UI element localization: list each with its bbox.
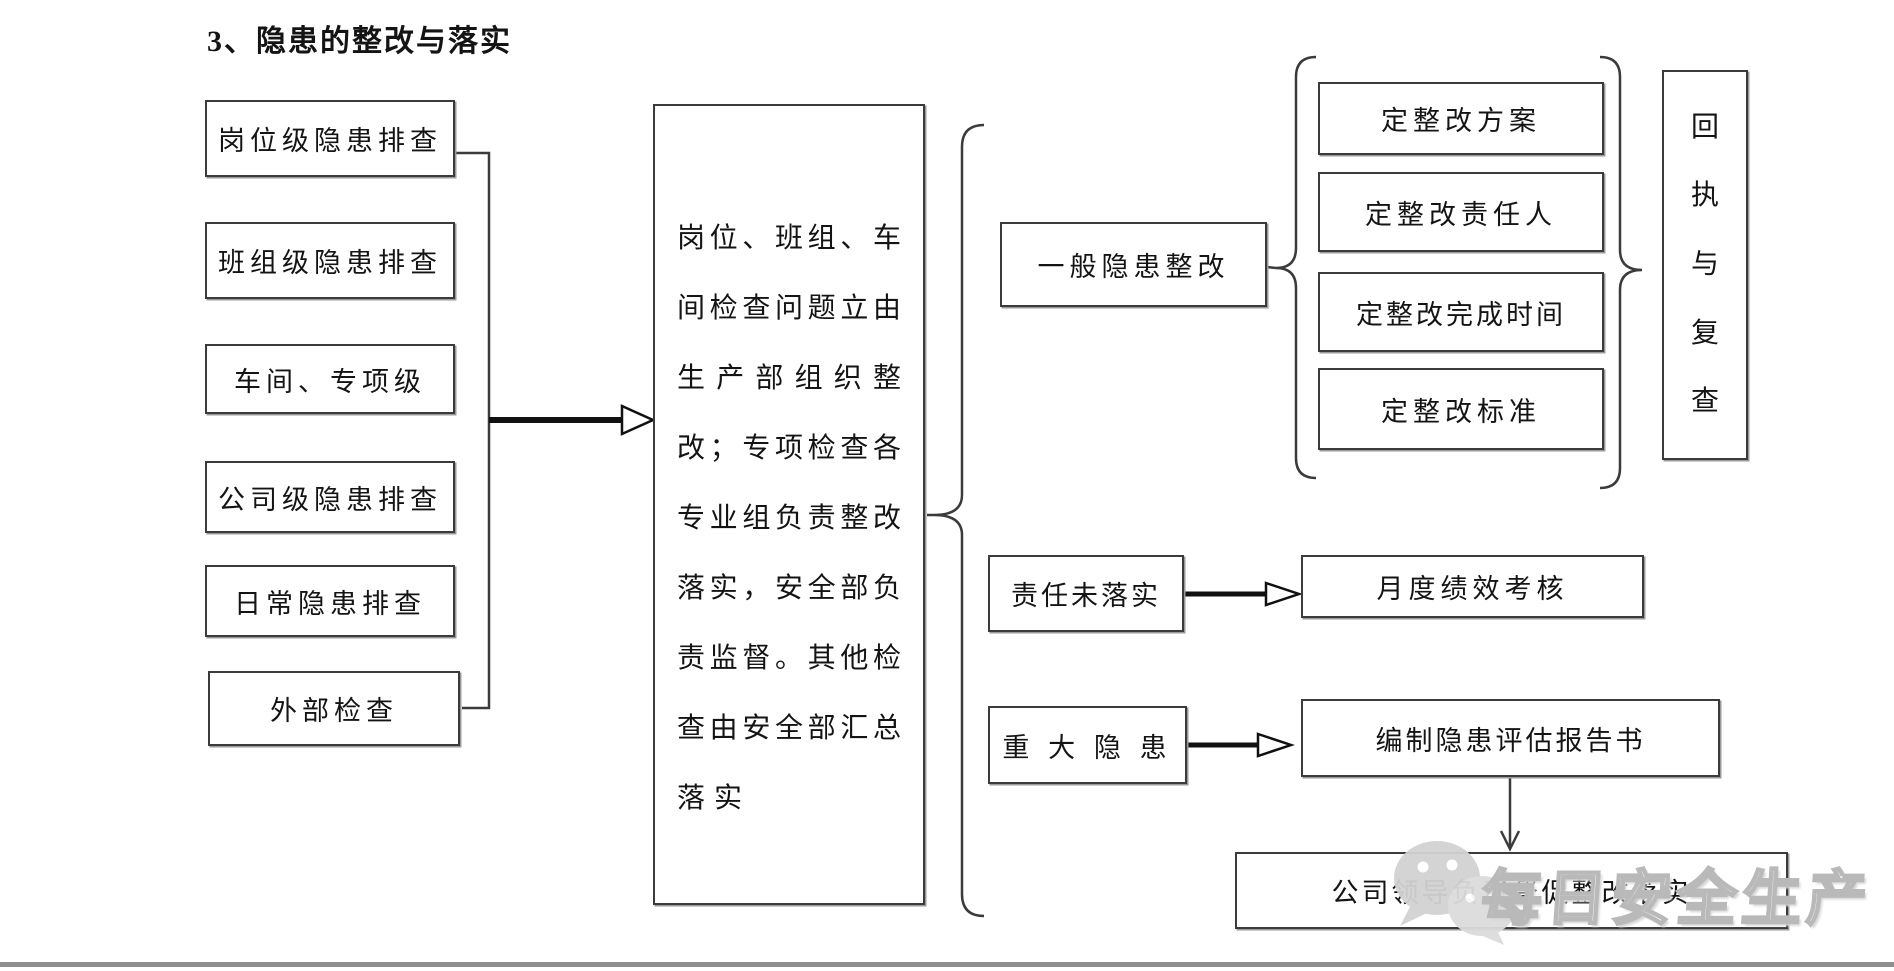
process-line: 间检查问题立由 — [677, 293, 901, 324]
vertical-char: 回 — [1690, 111, 1719, 143]
process-line: 生产部组织整 — [677, 363, 901, 394]
vertical-char: 执 — [1690, 180, 1719, 212]
box-daily-check: 日常隐患排查 — [205, 565, 455, 637]
watermark-text: 每日安全生产 — [1478, 864, 1875, 934]
unimplemented-arrow-head — [1264, 581, 1303, 607]
box-step-standard: 定整改标准 — [1318, 368, 1604, 450]
process-line: 专业组负责整改 — [677, 503, 901, 534]
box-workshop-special-level: 车间、专项级 — [205, 344, 455, 414]
box-team-level-check: 班组级隐患排查 — [205, 222, 455, 299]
box-monthly-performance-assessment: 月度绩效考核 — [1301, 555, 1644, 618]
box-external-inspection: 外部检查 — [208, 671, 460, 746]
process-line: 落实，安全部负 — [677, 573, 901, 604]
process-line: 岗位、班组、车 — [677, 223, 901, 254]
general-to-brace-stub — [1266, 265, 1277, 270]
process-line: 查由安全部汇总 — [677, 713, 901, 744]
process-description-box: 岗位、班组、车 间检查问题立由 生产部组织整 改；专项检查各 专业组负责整改 落… — [653, 104, 925, 905]
box-hazard-assessment-report: 编制隐患评估报告书 — [1301, 699, 1720, 777]
major-arrow-head — [1256, 732, 1295, 758]
steps-right-brace — [1599, 55, 1643, 490]
box-post-level-check: 岗位级隐患排查 — [205, 100, 455, 177]
page-title: 3、隐患的整改与落实 — [207, 25, 512, 58]
process-line: 改；专项检查各 — [677, 433, 901, 464]
report-down-arrow-head — [1499, 830, 1521, 852]
vertical-char: 与 — [1690, 248, 1719, 280]
vertical-char: 查 — [1690, 386, 1719, 418]
main-arrow-head — [620, 404, 657, 436]
process-line: 落实 — [677, 783, 752, 814]
box-company-level-check: 公司级隐患排查 — [205, 461, 455, 533]
box-step-responsible-person: 定整改责任人 — [1318, 172, 1604, 252]
vertical-char: 复 — [1690, 317, 1719, 349]
page-bottom-rule — [0, 962, 1894, 967]
box-responsibility-not-implemented: 责任未落实 — [988, 555, 1184, 632]
wechat-icon-bubbles — [1394, 841, 1516, 945]
process-line: 责监督。其他检 — [677, 643, 901, 674]
left-column-connector — [455, 151, 491, 710]
box-major-hazard: 重 大 隐 患 — [988, 706, 1187, 784]
box-receipt-and-recheck: 回 执 与 复 查 — [1662, 70, 1748, 460]
box-step-completion-time: 定整改完成时间 — [1318, 272, 1604, 352]
box-step-plan: 定整改方案 — [1318, 82, 1604, 155]
box-general-hazard-rectification: 一般隐患整改 — [1000, 222, 1267, 307]
